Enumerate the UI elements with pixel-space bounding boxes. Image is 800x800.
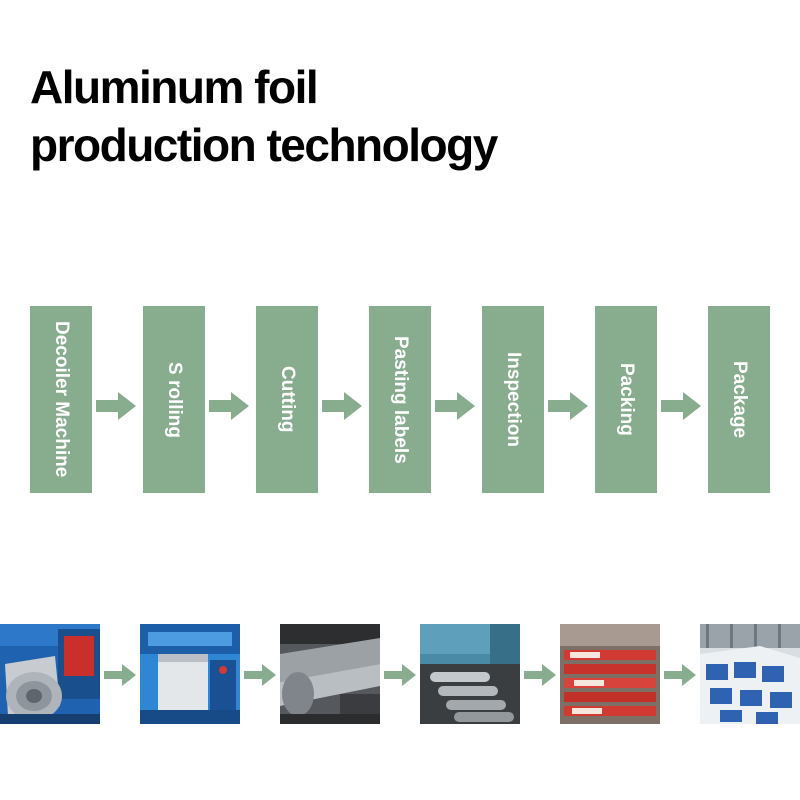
step-label: S rolling <box>164 361 185 438</box>
arrow-right-icon <box>661 392 701 420</box>
arrow-right-icon <box>524 664 556 686</box>
cutting-photo <box>280 624 380 724</box>
step-s-rolling: S rolling <box>143 306 205 493</box>
title-line-1: Aluminum foil <box>30 61 319 113</box>
s-rolling-photo <box>140 624 240 724</box>
step-label: Packing <box>616 363 637 436</box>
step-label: Decoiler Machine <box>51 321 72 478</box>
labelled-boxes-photo <box>560 624 660 724</box>
arrow-right-icon <box>435 392 475 420</box>
arrow-right-icon <box>664 664 696 686</box>
step-packing: Packing <box>595 306 657 493</box>
arrow-right-icon <box>384 664 416 686</box>
step-label: Inspection <box>503 351 524 447</box>
arrow-right-icon <box>104 664 136 686</box>
arrow-right-icon <box>96 392 136 420</box>
step-cutting: Cutting <box>256 306 318 493</box>
decoiler-machine-photo <box>0 624 100 724</box>
step-pasting-labels: Pasting labels <box>369 306 431 493</box>
title-line-2: production technology <box>30 119 498 171</box>
step-inspection: Inspection <box>482 306 544 493</box>
foil-rolls-photo <box>420 624 520 724</box>
step-decoiler-machine: Decoiler Machine <box>30 306 92 493</box>
arrow-right-icon <box>548 392 588 420</box>
step-label: Package <box>729 360 750 439</box>
arrow-right-icon <box>322 392 362 420</box>
arrow-right-icon <box>209 392 249 420</box>
packaged-cartons-photo <box>700 624 800 724</box>
page-title: Aluminum foil production technology <box>30 58 730 174</box>
step-label: Pasting labels <box>390 335 411 464</box>
arrow-right-icon <box>244 664 276 686</box>
step-label: Cutting <box>277 366 298 433</box>
step-package: Package <box>708 306 770 493</box>
